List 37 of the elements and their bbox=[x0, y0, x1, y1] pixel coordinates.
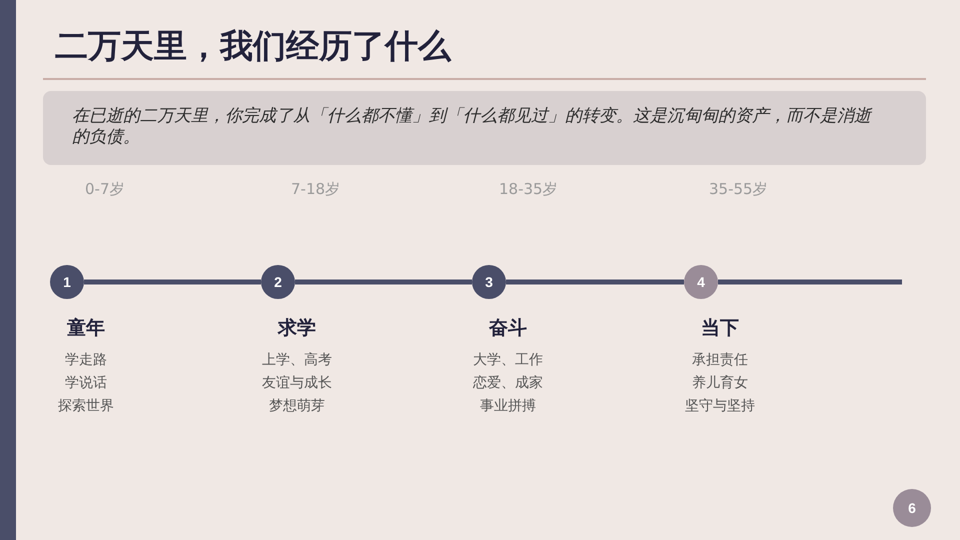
step-number: 1 bbox=[63, 274, 71, 290]
timeline-line bbox=[84, 280, 261, 284]
side-bar bbox=[0, 0, 16, 540]
step-circle bbox=[472, 265, 506, 299]
step-circle bbox=[261, 265, 295, 299]
stage-item: 事业拼搏 bbox=[480, 397, 536, 415]
stage-heading: 奋斗 bbox=[489, 315, 527, 341]
stage-item: 学走路 bbox=[65, 351, 107, 369]
step-number: 3 bbox=[485, 274, 493, 290]
slide-title: 二万天里，我们经历了什么 bbox=[55, 25, 451, 67]
step-circle bbox=[50, 265, 84, 299]
age-range: 0-7岁 bbox=[85, 180, 124, 199]
stage-item: 承担责任 bbox=[692, 351, 748, 369]
age-range: 35-55岁 bbox=[709, 180, 768, 199]
age-range: 7-18岁 bbox=[291, 180, 340, 199]
stage-item: 友谊与成长 bbox=[262, 374, 332, 392]
step-number: 2 bbox=[274, 274, 282, 290]
stage-item: 大学、工作 bbox=[473, 351, 543, 369]
age-range: 18-35岁 bbox=[499, 180, 558, 199]
timeline-line bbox=[295, 280, 472, 284]
page-number-badge bbox=[893, 489, 931, 527]
stage-item: 坚守与坚持 bbox=[685, 397, 755, 415]
quote-text: 在已逝的二万天里，你完成了从「什么都不懂」到「什么都见过」的转变。这是沉甸甸的资产，而不是消逝的负债。 bbox=[72, 106, 872, 148]
step-circle bbox=[684, 265, 718, 299]
stage-heading: 童年 bbox=[67, 315, 105, 341]
quote-box bbox=[43, 91, 926, 165]
stage-item: 上学、高考 bbox=[262, 351, 332, 369]
stage-heading: 求学 bbox=[278, 315, 316, 341]
step-number: 4 bbox=[697, 274, 705, 290]
stage-item: 探索世界 bbox=[58, 397, 114, 415]
page-number: 6 bbox=[908, 500, 916, 516]
timeline-line bbox=[506, 280, 684, 284]
stage-item: 学说话 bbox=[65, 374, 107, 392]
stage-heading: 当下 bbox=[701, 315, 739, 341]
stage-item: 梦想萌芽 bbox=[269, 397, 325, 415]
stage-item: 养儿育女 bbox=[692, 374, 748, 392]
stage-item: 恋爱、成家 bbox=[473, 374, 543, 392]
